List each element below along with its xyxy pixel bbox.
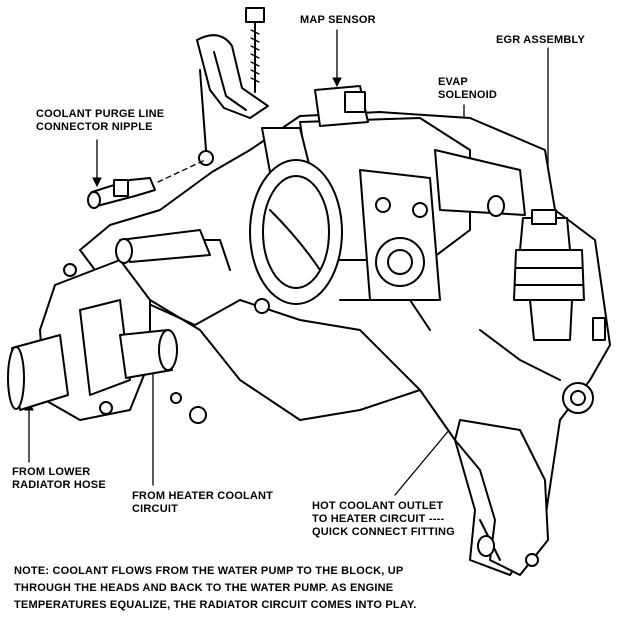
label-heater-line2: CIRCUIT [132, 503, 179, 515]
label-evap-solenoid: EVAP SOLENOID [438, 76, 497, 102]
label-hot-line3: QUICK CONNECT FITTING [312, 526, 455, 538]
label-map-sensor: MAP SENSOR [300, 14, 376, 26]
label-hot-coolant: HOT COOLANT OUTLET TO HEATER CIRCUIT ---… [312, 500, 455, 539]
outlet-pipe [454, 419, 549, 576]
note-text: NOTE: COOLANT FLOWS FROM THE WATER PUMP … [14, 563, 626, 614]
label-purge-line1: COOLANT PURGE LINE [36, 108, 165, 120]
egr-valve [479, 209, 606, 414]
label-coolant-purge: COOLANT PURGE LINE CONNECTOR NIPPLE [36, 108, 164, 134]
label-lower-radiator: FROM LOWER RADIATOR HOSE [12, 466, 106, 492]
bracket-bolt [196, 7, 269, 166]
thermostat-housing [7, 229, 421, 424]
note-line2: THROUGH THE HEADS AND BACK TO THE WATER … [14, 582, 394, 594]
label-heater-line1: FROM HEATER COOLANT [132, 490, 274, 502]
label-lower-line1: FROM LOWER [12, 466, 91, 478]
label-egr-assembly: EGR ASSEMBLY [496, 34, 585, 46]
label-hot-line1: HOT COOLANT OUTLET [312, 500, 444, 512]
label-purge-line2: CONNECTOR NIPPLE [36, 121, 153, 133]
note-line3: TEMPERATURES EQUALIZE, THE RADIATOR CIRC… [14, 599, 417, 611]
purge-nipple [87, 159, 206, 209]
label-lower-line2: RADIATOR HOSE [12, 479, 106, 491]
label-hot-line2: TO HEATER CIRCUIT ---- [312, 513, 445, 525]
label-heater-coolant: FROM HEATER COOLANT CIRCUIT [132, 490, 273, 516]
label-evap-line2: SOLENOID [438, 89, 498, 101]
label-evap-line1: EVAP [438, 76, 468, 88]
note-line1: NOTE: COOLANT FLOWS FROM THE WATER PUMP … [14, 565, 404, 577]
